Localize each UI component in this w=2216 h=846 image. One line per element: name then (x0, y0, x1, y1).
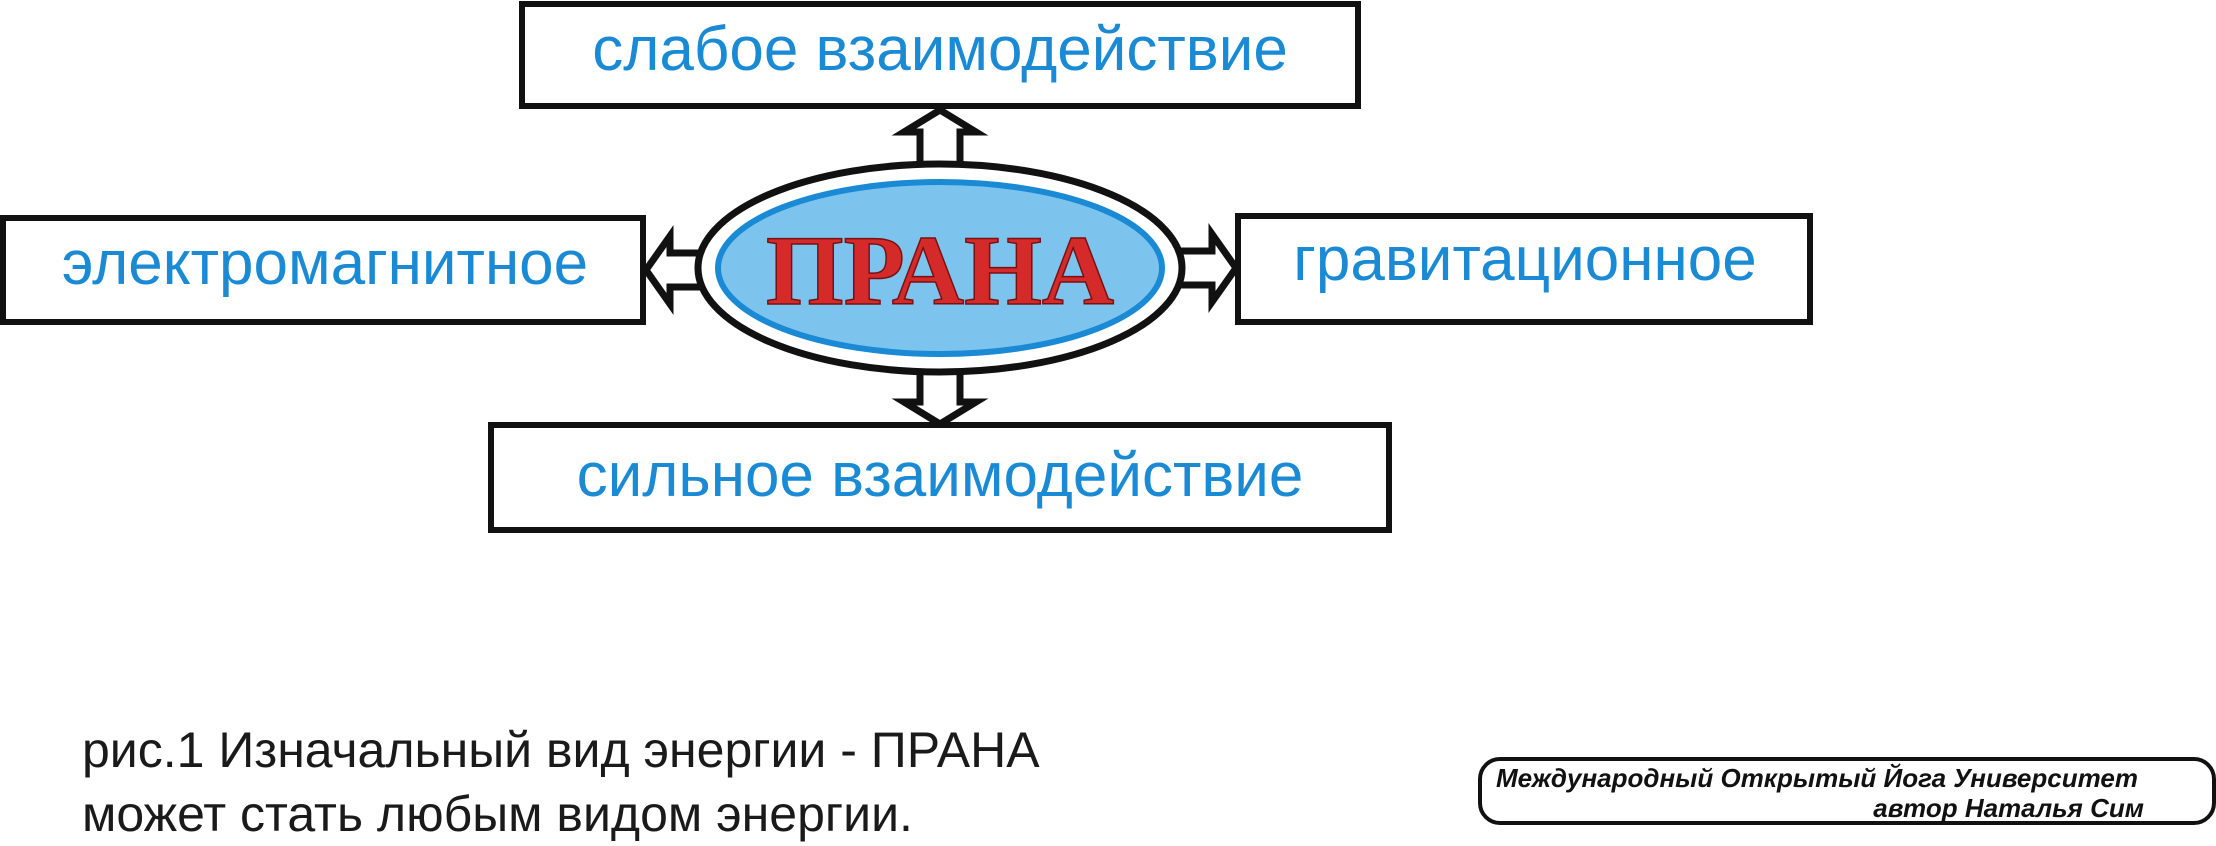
box-top-label: слабое взаимодействие (592, 15, 1288, 84)
center-ellipse: ПРАНА (694, 160, 1186, 376)
box-right: гравитационное (1235, 213, 1813, 325)
caption-line-2: может стать любым видом энергии. (82, 786, 913, 842)
box-top: слабое взаимодействие (519, 1, 1361, 109)
figure-caption: рис.1 Изначальный вид энергии - ПРАНА мо… (82, 718, 1040, 846)
center-label: ПРАНА (766, 215, 1114, 326)
author-credit-box: Международный Открытый Йога Университет … (1478, 757, 2216, 825)
box-bottom-label: сильное взаимодействие (577, 441, 1304, 510)
credit-line-1: Международный Открытый Йога Университет (1496, 763, 2138, 793)
box-left: электромагнитное (0, 215, 646, 325)
caption-line-1: рис.1 Изначальный вид энергии - ПРАНА (82, 722, 1040, 778)
prana-diagram: слабое взаимодействие электромагнитное г… (0, 1, 1813, 533)
credit-line-2: автор Наталья Сим (1873, 793, 2144, 823)
box-left-label: электромагнитное (62, 229, 588, 298)
box-right-label: гравитационное (1293, 225, 1756, 294)
box-bottom: сильное взаимодействие (488, 422, 1392, 533)
